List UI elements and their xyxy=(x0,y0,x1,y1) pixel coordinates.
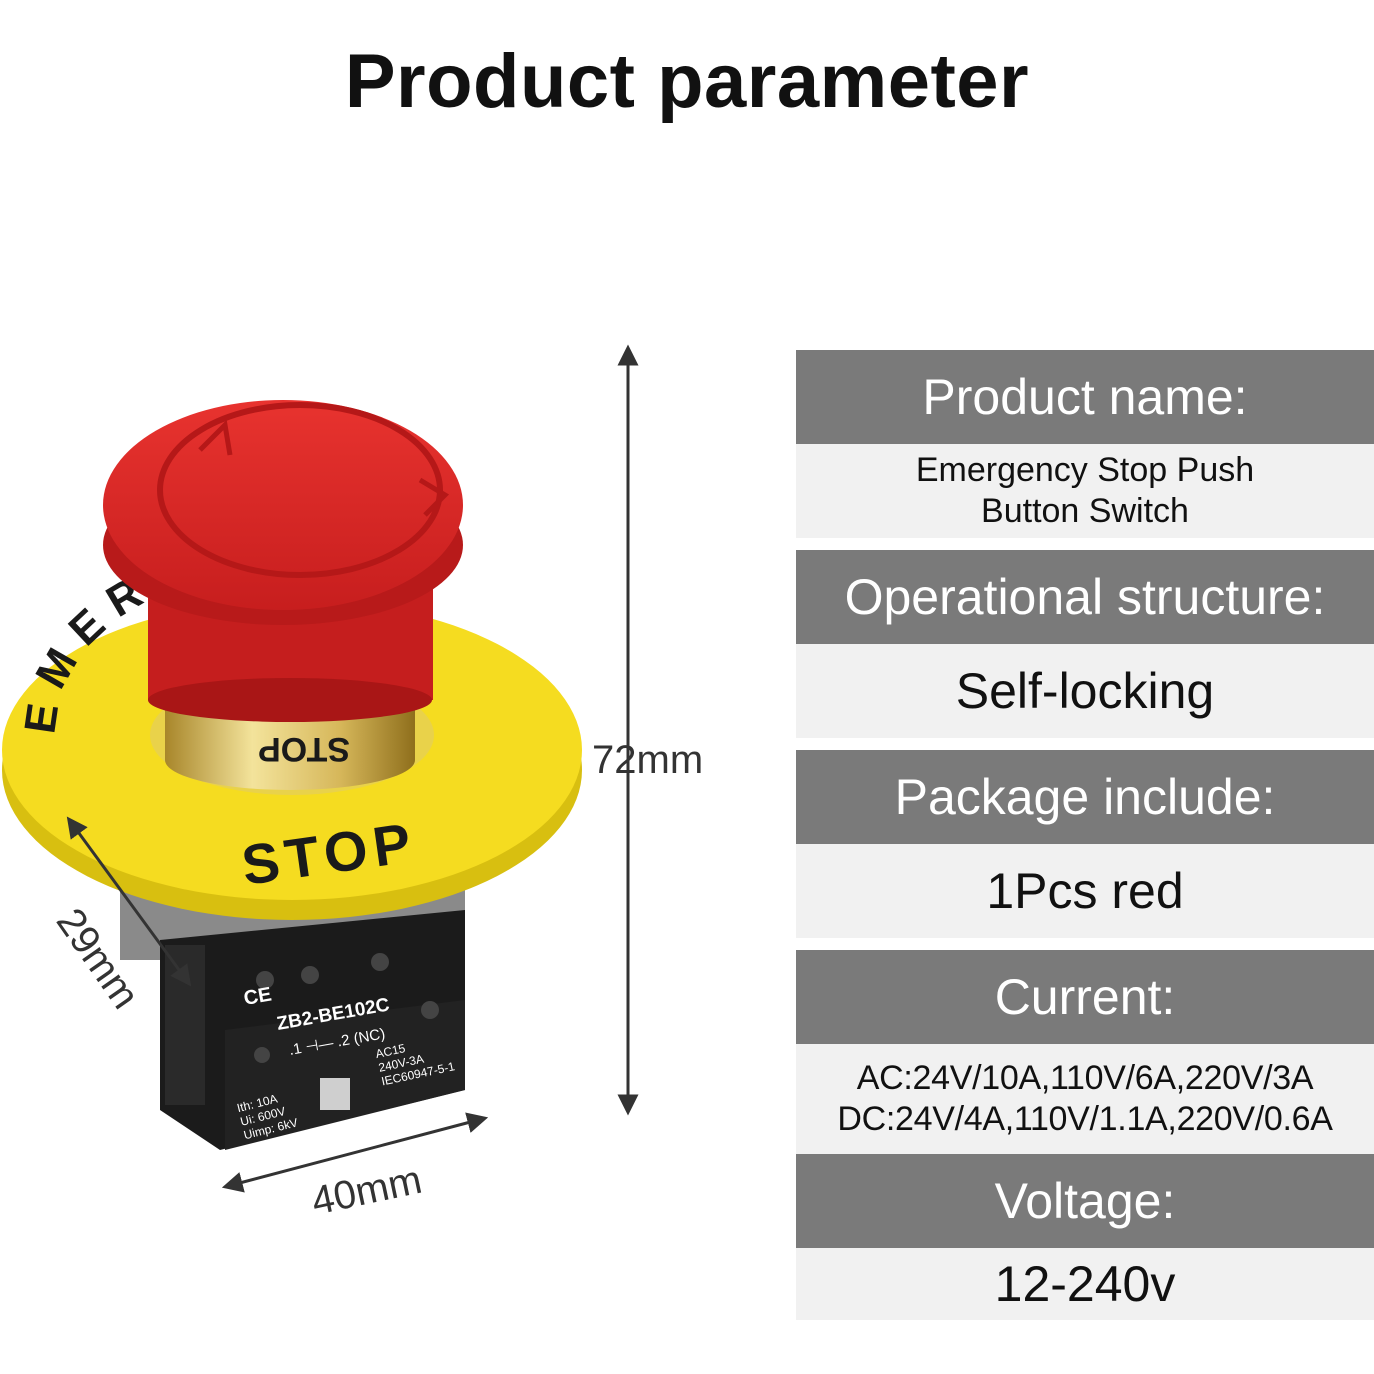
contact-block: CE ZB2-BE102C .1 ⊣— .2 (NC) Ith: 10A Ui:… xyxy=(120,885,465,1150)
current-value: AC:24V/10A,110V/6A,220V/3A DC:24V/4A,110… xyxy=(796,1044,1374,1154)
parameter-table: Product name: Emergency Stop Push Button… xyxy=(796,350,1374,1320)
product-name-value: Emergency Stop Push Button Switch xyxy=(796,444,1374,538)
operational-structure-value: Self-locking xyxy=(796,644,1374,738)
package-include-label: Package include: xyxy=(796,750,1374,844)
collar-text: STOP xyxy=(258,730,350,768)
rating-ac15: AC15 xyxy=(374,1041,407,1061)
product-figure: CE ZB2-BE102C .1 ⊣— .2 (NC) Ith: 10A Ui:… xyxy=(0,330,780,1230)
height-dimension: 72mm xyxy=(592,738,703,782)
voltage-value: 12-240v xyxy=(796,1248,1374,1320)
current-label: Current: xyxy=(796,950,1374,1044)
voltage-label: Voltage: xyxy=(796,1154,1374,1248)
package-include-value: 1Pcs red xyxy=(796,844,1374,938)
width-dimension: 40mm xyxy=(308,1158,426,1224)
ce-mark: CE xyxy=(242,983,273,1009)
page-title: Product parameter xyxy=(344,39,1030,124)
product-name-label: Product name: xyxy=(796,350,1374,444)
operational-structure-label: Operational structure: xyxy=(796,550,1374,644)
mushroom-button xyxy=(103,400,463,722)
